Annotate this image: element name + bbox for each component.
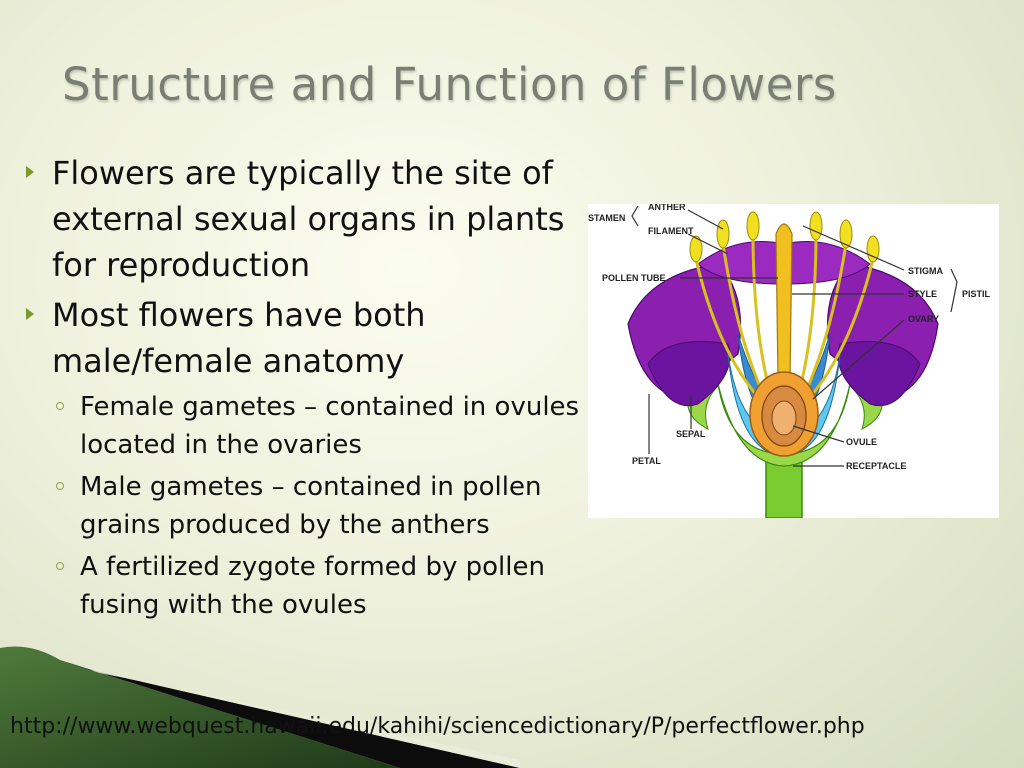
label-receptacle: RECEPTACLE — [846, 461, 906, 471]
label-ovule: OVULE — [846, 437, 877, 447]
corner-decoration — [0, 646, 520, 768]
label-sepal: SEPAL — [676, 429, 706, 439]
label-filament: FILAMENT — [648, 226, 694, 236]
source-url[interactable]: http://www.webquest.hawaii.edu/kahihi/sc… — [10, 714, 865, 739]
petal-left-inner — [647, 341, 731, 406]
label-petal: PETAL — [632, 456, 661, 466]
bullet-arrow-icon — [26, 308, 34, 320]
leader-lines — [648, 209, 905, 467]
sub-bullet-text: A fertilized zygote formed by pollen fus… — [80, 552, 545, 620]
stamen-bracket — [631, 205, 639, 227]
flower-diagram-svg: ANTHER STAMEN FILAMENT POLLEN TUBE STIGM… — [588, 202, 991, 519]
petal-right-inner — [837, 341, 921, 406]
pistil-bracket — [950, 268, 958, 313]
sub-bullet-ring-icon — [56, 402, 64, 410]
bullet-text: Flowers are typically the site of extern… — [52, 154, 565, 284]
slide-title: Structure and Function of Flowers — [62, 58, 837, 111]
label-stigma: STIGMA — [908, 266, 943, 276]
label-pistil: PISTIL — [962, 289, 991, 299]
bullet-text: Most flowers have both male/female anato… — [52, 296, 426, 380]
sub-bullet-text: Male gametes – contained in pollen grain… — [80, 472, 542, 540]
label-stamen: STAMEN — [588, 213, 625, 223]
sub-bullet-item: A fertilized zygote formed by pollen fus… — [22, 548, 592, 624]
style-shape — [775, 223, 793, 380]
flower-diagram: ANTHER STAMEN FILAMENT POLLEN TUBE STIGM… — [588, 202, 999, 519]
ovule-core — [771, 400, 797, 436]
label-style: STYLE — [908, 289, 937, 299]
sub-bullet-ring-icon — [56, 482, 64, 490]
sub-bullet-item: Male gametes – contained in pollen grain… — [22, 468, 592, 544]
label-ovary: OVARY — [908, 314, 939, 324]
sub-bullet-ring-icon — [56, 562, 64, 570]
bullet-item: Flowers are typically the site of extern… — [22, 150, 592, 288]
bullet-list: Flowers are typically the site of extern… — [22, 150, 592, 628]
sub-bullet-item: Female gametes – contained in ovules loc… — [22, 388, 592, 464]
label-pollen-tube: POLLEN TUBE — [602, 273, 666, 283]
bullet-arrow-icon — [26, 166, 34, 178]
bullet-item: Most flowers have both male/female anato… — [22, 292, 592, 384]
sub-bullet-text: Female gametes – contained in ovules loc… — [80, 392, 580, 460]
label-anther: ANTHER — [648, 204, 686, 212]
